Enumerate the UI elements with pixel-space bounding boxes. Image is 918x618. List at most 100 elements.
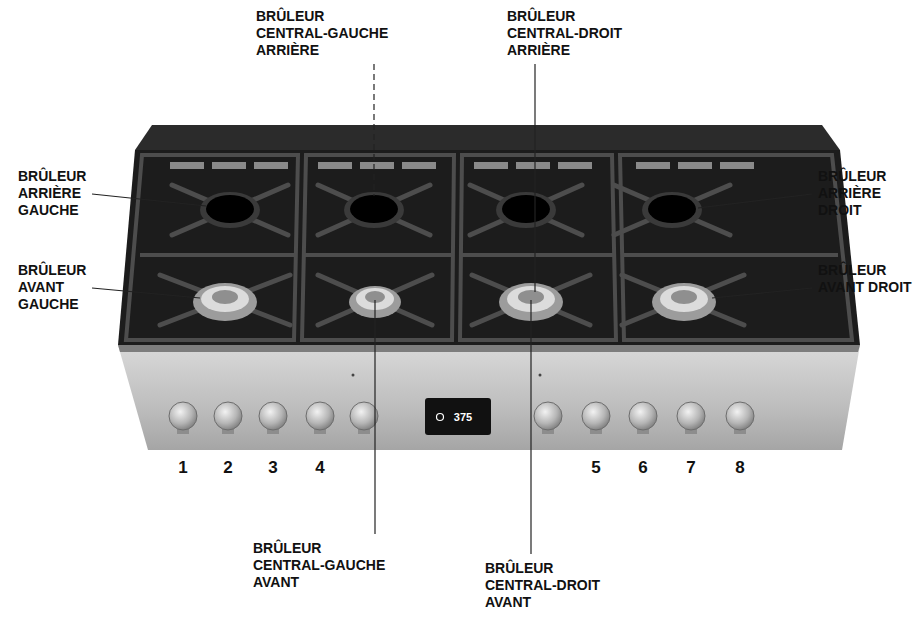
grate-bar bbox=[140, 253, 296, 257]
back-burners bbox=[200, 192, 702, 228]
cooktop-surface bbox=[118, 150, 860, 345]
knob bbox=[582, 402, 610, 434]
knob bbox=[677, 402, 705, 434]
grate bbox=[126, 155, 298, 340]
slot bbox=[720, 162, 754, 169]
burner bbox=[652, 283, 716, 321]
burner-cap bbox=[206, 195, 254, 223]
grate-finger bbox=[160, 275, 290, 325]
grate-fingers bbox=[160, 185, 744, 325]
indicator-dot bbox=[352, 374, 355, 377]
burner-label: BRÛLEUR ARRIÈRE GAUCHE bbox=[18, 168, 118, 219]
slot bbox=[360, 162, 394, 169]
leader-lines bbox=[92, 64, 812, 554]
slot bbox=[558, 162, 592, 169]
grate bbox=[460, 155, 616, 340]
slot bbox=[318, 162, 352, 169]
burner-label: BRÛLEUR CENTRAL-DROIT AVANT bbox=[485, 560, 615, 611]
slot bbox=[516, 162, 550, 169]
front-panel bbox=[118, 345, 860, 450]
knob-face bbox=[582, 402, 610, 430]
burner bbox=[496, 192, 556, 228]
knob-face bbox=[350, 402, 378, 430]
grate-slots bbox=[170, 162, 754, 169]
burner bbox=[344, 192, 404, 228]
grate-finger bbox=[614, 185, 730, 235]
burner-ring bbox=[660, 286, 708, 312]
slot bbox=[402, 162, 436, 169]
leader-line bbox=[698, 194, 812, 208]
panel-edge bbox=[118, 345, 860, 352]
grate-finger bbox=[318, 185, 430, 235]
knob bbox=[259, 402, 287, 434]
callout-number: 6 bbox=[638, 459, 647, 478]
knob-face bbox=[726, 402, 754, 430]
knob-face bbox=[677, 402, 705, 430]
slot bbox=[474, 162, 508, 169]
burner-cap bbox=[671, 290, 697, 304]
knob bbox=[629, 402, 657, 434]
leader-line bbox=[712, 288, 812, 298]
back-ridge bbox=[135, 125, 840, 150]
leader-line bbox=[374, 300, 375, 534]
grate-finger bbox=[622, 275, 744, 325]
knob bbox=[214, 402, 242, 434]
grate bbox=[302, 155, 454, 340]
burner-label: BRÛLEUR CENTRAL-GAUCHE ARRIÈRE bbox=[256, 8, 396, 59]
burner-label: BRÛLEUR CENTRAL-GAUCHE AVANT bbox=[253, 540, 393, 591]
burner-cap bbox=[212, 290, 238, 304]
knob-face bbox=[629, 402, 657, 430]
grate-bar bbox=[622, 253, 838, 257]
burner bbox=[200, 192, 260, 228]
callout-number: 8 bbox=[735, 459, 744, 478]
burner-label: BRÛLEUR AVANT GAUCHE bbox=[18, 262, 118, 313]
leader-line bbox=[530, 300, 531, 554]
knob-face bbox=[259, 402, 287, 430]
burner-cap bbox=[502, 195, 550, 223]
grate bbox=[620, 155, 852, 340]
grate-bar bbox=[304, 253, 453, 257]
display-icon bbox=[437, 414, 444, 421]
callout-number: 3 bbox=[268, 459, 277, 478]
burner bbox=[193, 283, 257, 321]
display-screen bbox=[425, 398, 491, 435]
front-burners bbox=[193, 283, 716, 321]
leader-line bbox=[92, 194, 206, 206]
leader-line bbox=[534, 64, 535, 292]
callout-number: 2 bbox=[223, 459, 232, 478]
burner-cap bbox=[350, 195, 398, 223]
slot bbox=[636, 162, 670, 169]
knob bbox=[306, 402, 334, 434]
slot bbox=[254, 162, 288, 169]
knob bbox=[534, 402, 562, 434]
knob bbox=[169, 402, 197, 434]
callout-number: 5 bbox=[591, 459, 600, 478]
leader-line bbox=[92, 288, 200, 298]
burner-label: BRÛLEUR CENTRAL-DROIT ARRIÈRE bbox=[507, 8, 637, 59]
burner-label: BRÛLEUR ARRIÈRE DROIT bbox=[818, 168, 914, 219]
leader-line bbox=[373, 64, 374, 196]
display-readout: 375 bbox=[454, 411, 472, 423]
knob bbox=[350, 402, 378, 434]
burner bbox=[642, 192, 702, 228]
grate-finger bbox=[470, 185, 582, 235]
grate-finger bbox=[172, 185, 288, 235]
burner-cap bbox=[648, 195, 696, 223]
slot bbox=[170, 162, 204, 169]
callout-number: 1 bbox=[178, 459, 187, 478]
knob-face bbox=[306, 402, 334, 430]
callout-number: 7 bbox=[686, 459, 695, 478]
grate-bar bbox=[461, 253, 614, 257]
grates bbox=[126, 155, 852, 340]
slot bbox=[212, 162, 246, 169]
knob-face bbox=[214, 402, 242, 430]
knob-face bbox=[169, 402, 197, 430]
callout-number: 4 bbox=[315, 459, 324, 478]
knob bbox=[726, 402, 754, 434]
indicator-dot bbox=[539, 374, 542, 377]
knob-face bbox=[534, 402, 562, 430]
burner-ring bbox=[201, 286, 249, 312]
